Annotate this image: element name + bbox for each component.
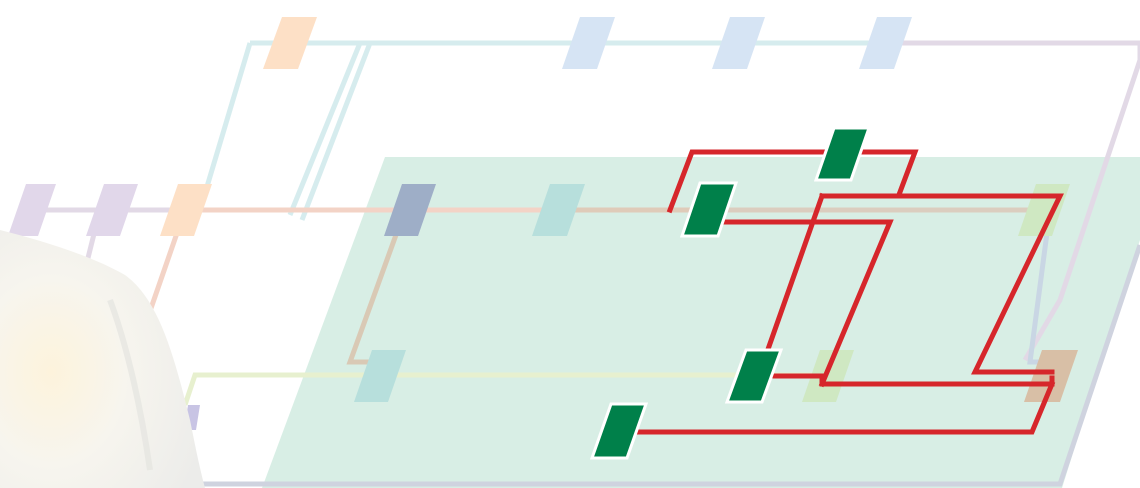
highlighted-nodes xyxy=(589,126,872,460)
faded-line-right-slant xyxy=(1022,43,1140,362)
route-node-left xyxy=(679,181,739,238)
route-line-g xyxy=(629,380,1056,435)
route-node-bottom xyxy=(589,402,649,460)
faded-node-navy xyxy=(384,184,436,236)
route-node-middle xyxy=(724,348,784,404)
faded-nodes xyxy=(8,17,1078,430)
faded-node-purple-1 xyxy=(8,184,56,236)
figure-shoulder xyxy=(0,230,205,488)
route-line-b xyxy=(849,149,919,196)
faded-node-blue-1 xyxy=(562,17,615,69)
highlighted-route xyxy=(629,149,1064,435)
faded-node-blue-3 xyxy=(859,17,912,69)
route-line-a xyxy=(666,149,829,214)
faded-line-lower-green xyxy=(182,372,840,406)
faded-node-purple-2 xyxy=(86,184,138,236)
faded-node-blue-2 xyxy=(712,17,765,69)
route-line-d xyxy=(756,192,826,376)
figure-fold xyxy=(107,298,153,471)
faded-line-left-slant xyxy=(197,42,253,211)
route-node-top xyxy=(813,126,872,182)
background-figure xyxy=(0,230,205,488)
faded-node-orange-top xyxy=(263,17,317,69)
green-plane xyxy=(262,157,1140,488)
faded-line-bottom xyxy=(150,244,1140,487)
faded-line-inner-slant-2 xyxy=(299,42,373,221)
faded-line-inner-slant xyxy=(287,42,363,216)
faded-line-tan-loop xyxy=(346,209,408,365)
faded-node-orange-mid xyxy=(160,184,212,236)
faded-node-teal-low xyxy=(354,350,406,402)
faded-node-teal-mid xyxy=(532,184,585,236)
route-line-c xyxy=(819,193,1064,375)
route-line-e xyxy=(717,219,894,388)
